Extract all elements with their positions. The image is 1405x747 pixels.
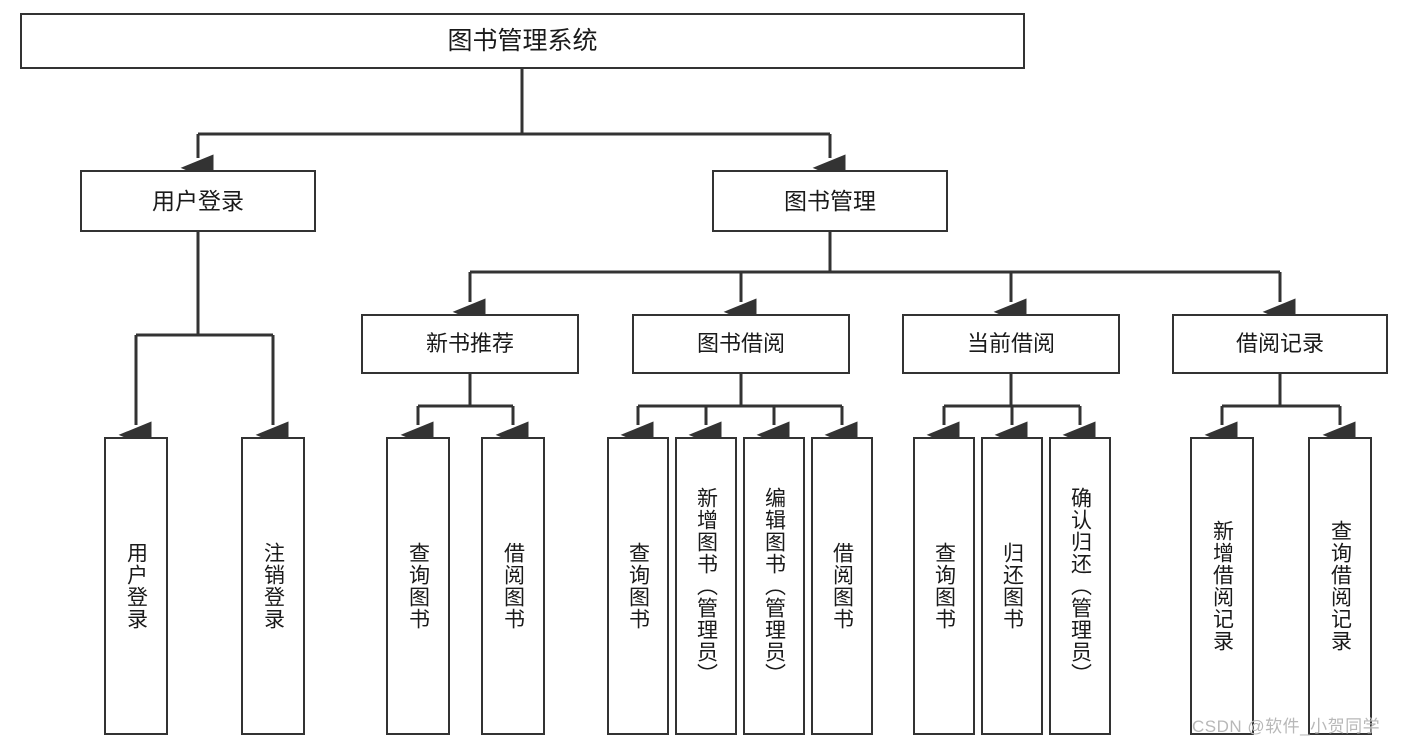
leaf-return-book[interactable]: 归还图书	[981, 437, 1043, 735]
node-label: 用户登录	[152, 187, 244, 214]
watermark: CSDN @软件_小贺同学	[1192, 717, 1381, 736]
node-label: 查询图书	[932, 542, 956, 630]
node-label: 归还图书	[1000, 542, 1024, 630]
node-book-management-system[interactable]: 图书管理系统	[20, 13, 1025, 69]
leaf-add-record[interactable]: 新增借阅记录	[1190, 437, 1254, 735]
leaf-query-record[interactable]: 查询借阅记录	[1308, 437, 1372, 735]
leaf-borrow-book-2[interactable]: 借阅图书	[811, 437, 873, 735]
node-new-book-recommend[interactable]: 新书推荐	[361, 314, 579, 374]
node-user-login[interactable]: 用户登录	[80, 170, 316, 232]
leaf-logout-login[interactable]: 注销登录	[241, 437, 305, 735]
node-label: 图书管理系统	[447, 26, 598, 55]
leaf-query-book-3[interactable]: 查询图书	[913, 437, 975, 735]
node-label: 图书管理	[784, 187, 876, 214]
node-label: 编辑图书（管理员）	[762, 487, 786, 685]
node-label: 当前借阅	[966, 331, 1055, 357]
node-label: 借阅图书	[501, 542, 525, 630]
leaf-query-book-1[interactable]: 查询图书	[386, 437, 450, 735]
node-borrow-record[interactable]: 借阅记录	[1172, 314, 1388, 374]
leaf-edit-book[interactable]: 编辑图书（管理员）	[743, 437, 805, 735]
node-current-borrow[interactable]: 当前借阅	[902, 314, 1120, 374]
node-label: 查询借阅记录	[1328, 520, 1352, 652]
node-book-management[interactable]: 图书管理	[712, 170, 948, 232]
leaf-add-book[interactable]: 新增图书（管理员）	[675, 437, 737, 735]
node-label: 用户登录	[124, 542, 148, 630]
node-label: 注销登录	[261, 542, 285, 630]
node-label: 确认归还（管理员）	[1068, 487, 1092, 685]
node-book-borrow[interactable]: 图书借阅	[632, 314, 850, 374]
node-label: 借阅记录	[1235, 331, 1324, 357]
node-label: 新书推荐	[425, 331, 514, 357]
node-label: 新增图书（管理员）	[694, 487, 718, 685]
leaf-query-book-2[interactable]: 查询图书	[607, 437, 669, 735]
node-label: 查询图书	[626, 542, 650, 630]
node-label: 图书借阅	[696, 331, 785, 357]
node-label: 查询图书	[406, 542, 430, 630]
leaf-user-login[interactable]: 用户登录	[104, 437, 168, 735]
node-label: 新增借阅记录	[1210, 520, 1234, 652]
leaf-borrow-book-1[interactable]: 借阅图书	[481, 437, 545, 735]
node-label: 借阅图书	[830, 542, 854, 630]
leaf-confirm-return[interactable]: 确认归还（管理员）	[1049, 437, 1111, 735]
